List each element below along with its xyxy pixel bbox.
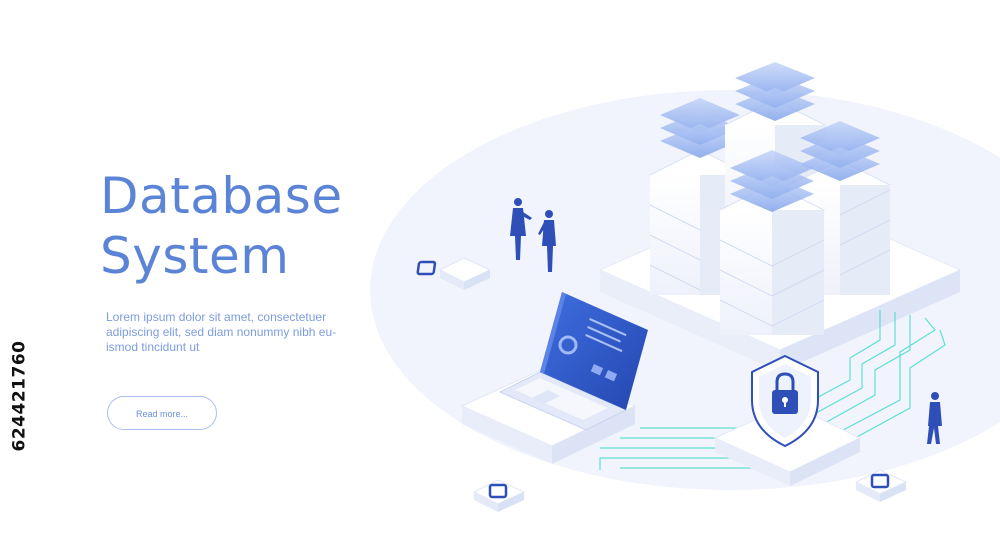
stock-id-label: 624421760 (6, 316, 32, 476)
laptop-icon (498, 292, 648, 431)
chip-icon (416, 257, 492, 290)
hero-description: Lorem ipsum dolor sit amet, consectetuer… (106, 310, 337, 354)
stock-id-text: 624421760 (9, 340, 29, 452)
page-title: Database System (100, 166, 430, 286)
title-line-1: Database (100, 166, 343, 225)
title-line-2: System (100, 226, 290, 285)
read-more-button[interactable]: Read more... (107, 396, 217, 430)
person-icon (538, 210, 556, 272)
person-icon (510, 198, 532, 260)
shield-lock-icon (751, 354, 819, 448)
server-stack-icon (648, 62, 892, 335)
person-icon (927, 392, 942, 444)
chip-icon (854, 469, 908, 502)
chip-icon (472, 479, 526, 512)
